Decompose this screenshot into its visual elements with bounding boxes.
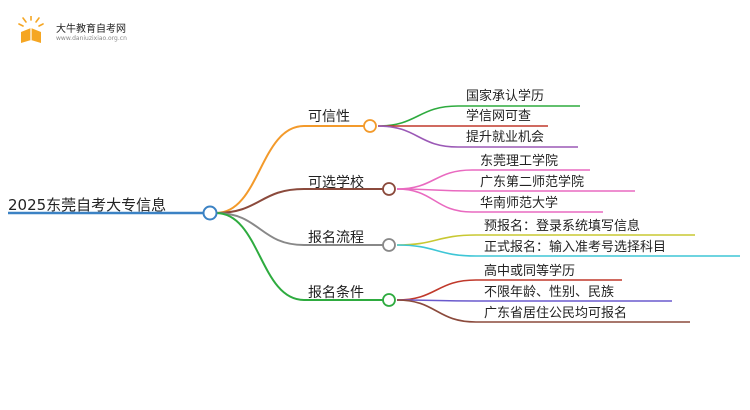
branch-connector	[215, 212, 383, 246]
leaf-connector	[396, 299, 672, 302]
branch-node-circle	[382, 238, 396, 252]
leaf-connector	[396, 234, 695, 246]
leaf-label[interactable]: 国家承认学历	[466, 89, 545, 104]
leaf-label[interactable]: 提升就业机会	[466, 130, 545, 145]
leaf-label[interactable]: 预报名：登录系统填写信息	[484, 219, 641, 234]
branch-label-credibility[interactable]: 可信性	[308, 109, 350, 125]
leaf-connector	[377, 105, 580, 127]
branch-label-process[interactable]: 报名流程	[308, 230, 364, 246]
branch-label-schools[interactable]: 可选学校	[308, 175, 364, 191]
branch-connector	[215, 125, 364, 214]
leaf-connector	[396, 169, 590, 190]
logo-subtitle: www.daniuzixiao.org.cn	[56, 35, 127, 42]
root-node-label[interactable]: 2025东莞自考大专信息	[8, 196, 167, 214]
leaf-connector	[396, 279, 622, 301]
root-node-circle	[202, 205, 218, 221]
leaf-connector	[396, 299, 690, 323]
leaf-connector	[396, 244, 740, 257]
leaf-label[interactable]: 广东省居住公民均可报名	[484, 306, 628, 321]
branch-node-circle	[382, 293, 396, 307]
leaf-label[interactable]: 华南师范大学	[480, 196, 559, 211]
leaf-label[interactable]: 不限年龄、性别、民族	[484, 285, 615, 300]
leaf-connector	[396, 188, 603, 213]
book-sparkle-logo-icon	[18, 16, 44, 43]
site-logo[interactable]: 大牛教育自考网 www.daniuzixiao.org.cn	[18, 16, 178, 48]
branch-connector	[215, 188, 383, 214]
leaf-label[interactable]: 广东第二师范学院	[480, 175, 585, 190]
branch-node-circle	[363, 119, 377, 133]
branch-label-requirements[interactable]: 报名条件	[308, 285, 364, 301]
leaf-connector	[377, 125, 578, 148]
leaf-label[interactable]: 正式报名：输入准考号选择科目	[484, 240, 667, 255]
branch-connector	[215, 212, 383, 301]
leaf-label[interactable]: 高中或同等学历	[484, 264, 576, 279]
leaf-label[interactable]: 东莞理工学院	[480, 154, 559, 169]
leaf-label[interactable]: 学信网可查	[466, 109, 532, 124]
logo-title: 大牛教育自考网	[56, 24, 126, 35]
branch-node-circle	[382, 182, 396, 196]
